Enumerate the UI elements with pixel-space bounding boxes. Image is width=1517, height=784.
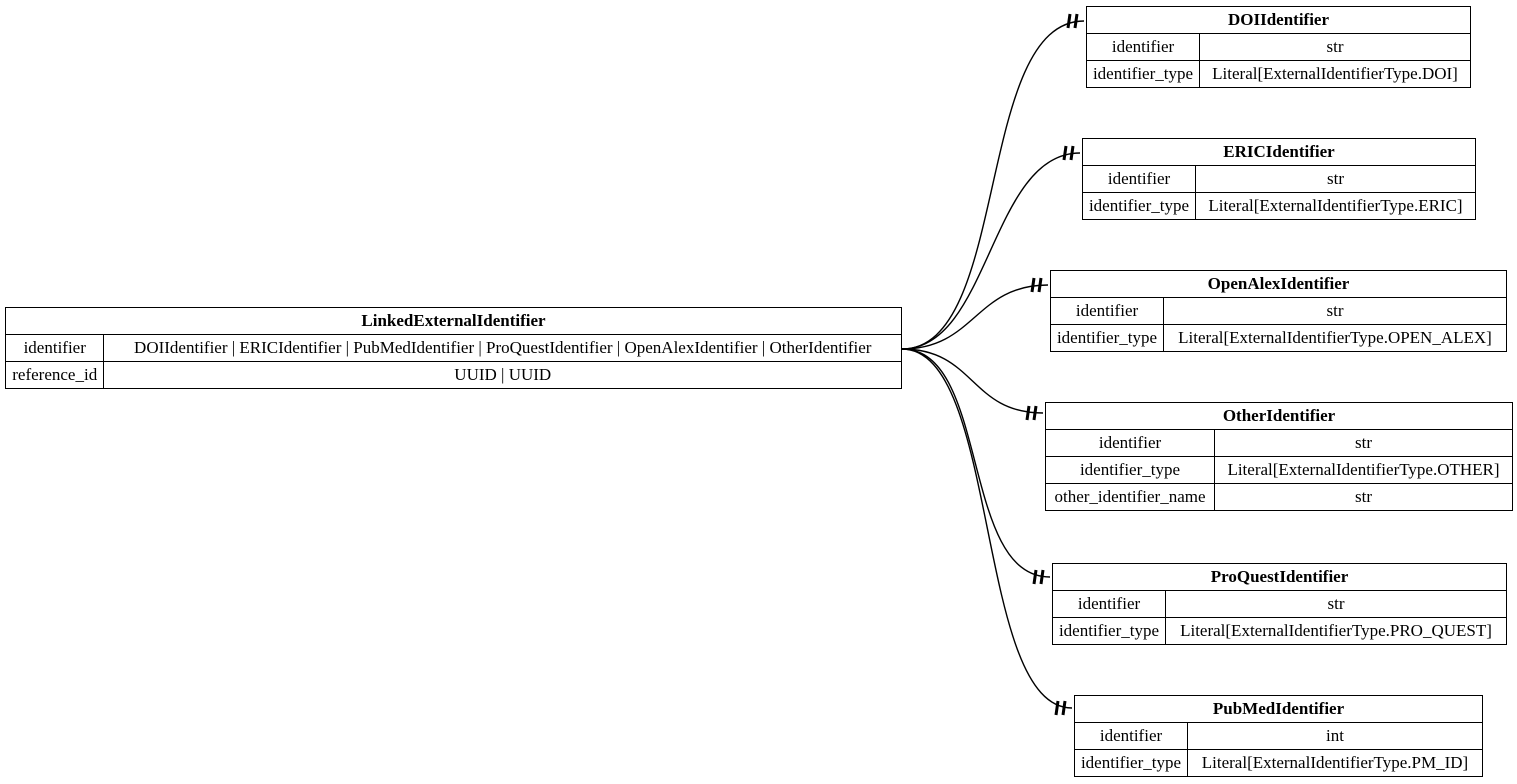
table-row: identifier DOIIdentifier | ERICIdentifie… [4,334,902,362]
field-type: Literal[ExternalIdentifierType.DOI] [1199,60,1471,88]
entity-openalex-identifier: OpenAlexIdentifier identifier str identi… [1050,270,1507,352]
edge-eric [901,152,1081,350]
field-type: UUID | UUID [103,361,902,389]
entity-title: LinkedExternalIdentifier [5,307,902,335]
marker-eric [1062,145,1075,161]
table-row: identifier_type Literal[ExternalIdentifi… [1045,456,1513,484]
table-row: identifier str [1086,33,1471,61]
marker-other [1025,405,1038,421]
marker-proquest [1032,569,1045,585]
marker-pubmed [1054,700,1067,716]
field-name: other_identifier_name [1045,483,1215,511]
field-type: DOIIdentifier | ERICIdentifier | PubMedI… [103,334,902,362]
field-name: identifier [1082,165,1196,193]
field-name: identifier_type [1052,617,1166,645]
table-row: identifier_type Literal[ExternalIdentifi… [1052,617,1507,645]
field-name: identifier [1074,722,1188,750]
field-type: Literal[ExternalIdentifierType.PRO_QUEST… [1165,617,1507,645]
field-name: identifier [1045,429,1215,457]
entity-linked-external-identifier: LinkedExternalIdentifier identifier DOII… [4,307,902,389]
entity-other-identifier: OtherIdentifier identifier str identifie… [1045,402,1513,511]
marker-doi [1066,13,1079,29]
table-row: identifier str [1052,590,1507,618]
field-name: identifier_type [1050,324,1164,352]
table-row: identifier str [1045,429,1513,457]
field-name: identifier_type [1074,749,1188,777]
table-row: identifier_type Literal[ExternalIdentifi… [1086,60,1471,88]
field-name: identifier_type [1045,456,1215,484]
field-type: str [1214,483,1513,511]
entity-pubmed-identifier: PubMedIdentifier identifier int identifi… [1074,695,1483,777]
field-name: identifier [1050,297,1164,325]
field-type: int [1187,722,1483,750]
entity-title: PubMedIdentifier [1074,695,1483,723]
field-name: identifier [1086,33,1200,61]
table-row: identifier_type Literal[ExternalIdentifi… [1074,749,1483,777]
field-type: str [1199,33,1471,61]
entity-doi-identifier: DOIIdentifier identifier str identifier_… [1086,6,1471,88]
edge-proquest [901,348,1051,578]
field-type: Literal[ExternalIdentifierType.PM_ID] [1187,749,1483,777]
table-row: reference_id UUID | UUID [4,361,902,389]
entity-title: ProQuestIdentifier [1052,563,1507,591]
field-name: identifier [4,334,105,362]
edge-pubmed [901,348,1073,709]
field-name: identifier_type [1086,60,1200,88]
field-name: reference_id [4,361,105,389]
marker-openalex [1030,277,1043,293]
field-type: str [1214,429,1513,457]
table-row: identifier_type Literal[ExternalIdentifi… [1082,192,1476,220]
edge-other [901,348,1044,414]
entity-title: DOIIdentifier [1086,6,1471,34]
entity-title: OtherIdentifier [1045,402,1513,430]
entity-title: OpenAlexIdentifier [1050,270,1507,298]
field-name: identifier [1052,590,1166,618]
edge-doi [901,20,1085,350]
entity-title: ERICIdentifier [1082,138,1476,166]
table-row: identifier int [1074,722,1483,750]
field-type: str [1195,165,1476,193]
entity-eric-identifier: ERICIdentifier identifier str identifier… [1082,138,1476,220]
table-row: identifier str [1082,165,1476,193]
field-type: Literal[ExternalIdentifierType.OPEN_ALEX… [1163,324,1507,352]
field-type: Literal[ExternalIdentifierType.OTHER] [1214,456,1513,484]
table-row: identifier str [1050,297,1507,325]
table-row: other_identifier_name str [1045,483,1513,511]
field-name: identifier_type [1082,192,1196,220]
field-type: str [1165,590,1507,618]
entity-proquest-identifier: ProQuestIdentifier identifier str identi… [1052,563,1507,645]
table-row: identifier_type Literal[ExternalIdentifi… [1050,324,1507,352]
edge-openalex [901,284,1049,350]
field-type: str [1163,297,1507,325]
field-type: Literal[ExternalIdentifierType.ERIC] [1195,192,1476,220]
